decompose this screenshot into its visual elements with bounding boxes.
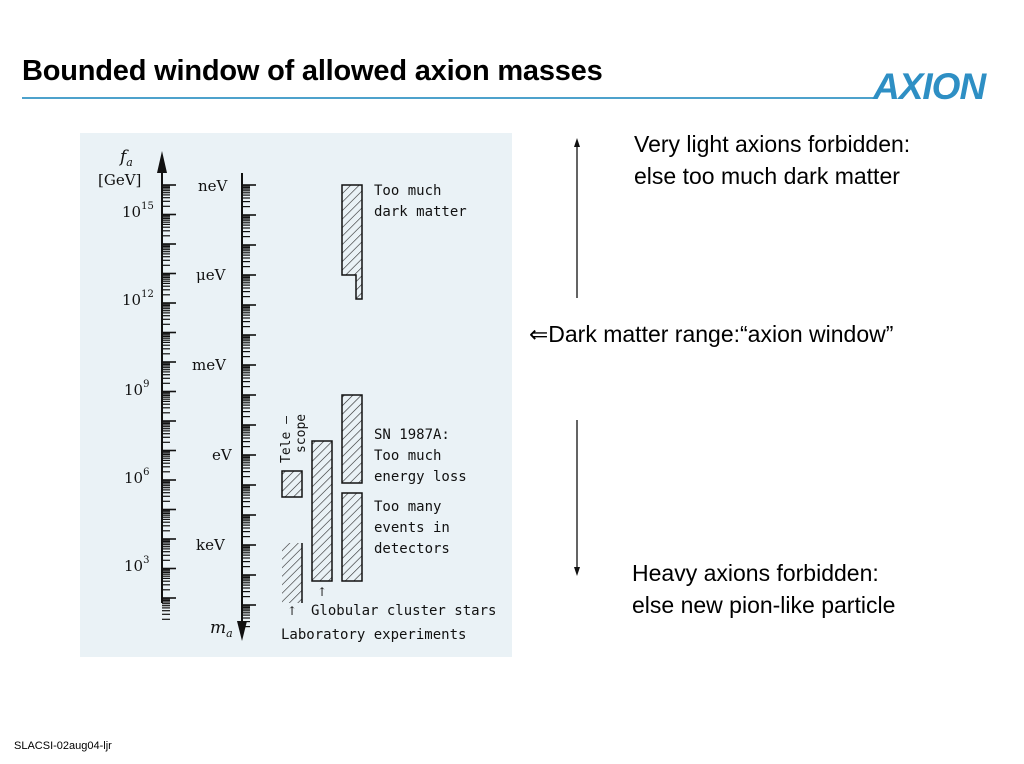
telescope-label-line2: scope [294,414,309,453]
detectors-label-line1: Too many [374,499,441,515]
sn1987a-label-line3: energy loss [374,469,467,485]
fa-tick-label-9: 109 [124,379,149,399]
globular-arrow: ↑ [317,585,327,599]
ma-label: ma [210,618,233,640]
ma-tick-label-mev: meV [192,356,227,374]
laboratory-exclusion-bar [282,543,302,603]
ma-tick-label-nev: neV [198,177,229,195]
light-axions-note: Very light axions forbidden: else too mu… [634,128,910,192]
laboratory-arrow: ↑ [287,604,297,618]
detectors-exclusion-bar [341,492,363,582]
fa-minor-ticks [162,184,176,620]
sn1987a-label-line1: SN 1987A: [374,427,450,443]
ma-tick-label-uev: μeV [196,266,227,284]
sn1987a-exclusion-bar [341,394,363,484]
title-underline [22,97,874,99]
svg-text:109: 109 [124,379,149,399]
axion-bounds-figure: fa [GeV] 1015 1012 109 106 103 neV μeV m… [80,133,512,657]
sn1987a-label-line2: Too much [374,448,441,464]
fa-tick-label-12: 1012 [122,289,154,309]
detectors-label-line2: events in [374,520,450,536]
dark-matter-label-line2: dark matter [374,204,467,220]
ma-tick-label-ev: eV [212,446,233,464]
svg-text:1012: 1012 [122,289,154,309]
svg-text:1015: 1015 [122,201,154,221]
detectors-label-line3: detectors [374,541,450,557]
light-axions-note-line1: Very light axions forbidden: [634,131,911,157]
ma-tick-label-kev: keV [196,536,226,554]
globular-cluster-exclusion-bar [311,440,333,582]
fa-tick-label-3: 103 [124,555,149,575]
fa-unit-label: [GeV] [98,171,141,189]
telescope-label-line1: Tele – [279,416,294,463]
svg-text:106: 106 [124,467,149,487]
down-arrow-head [574,567,580,576]
axion-logo: AXION [873,66,986,107]
footer-id: SLACSI-02aug04-ljr [14,740,112,752]
globular-label: Globular cluster stars [311,603,496,619]
ma-axis-arrow [237,621,247,641]
telescope-exclusion-bar [281,470,303,498]
dark-matter-label-line1: Too much [374,183,441,199]
fa-label: fa [118,147,133,169]
up-arrow-head [574,138,580,147]
fa-tick-label-6: 106 [124,467,149,487]
svg-text:103: 103 [124,555,149,575]
ma-minor-ticks [242,184,256,628]
heavy-axions-note-line1: Heavy axions forbidden: [632,560,879,586]
slide-title: Bounded window of allowed axion masses [22,55,603,87]
fa-tick-label-15: 1015 [122,201,154,221]
axion-window-note: ⇐Dark matter range:“axion window” [529,321,894,347]
window-arrows [574,138,580,576]
heavy-axions-note-line2: else new pion-like particle [632,592,896,618]
heavy-axions-note: Heavy axions forbidden: else new pion-li… [632,557,895,621]
fa-axis-arrow [157,151,167,173]
axion-bounds-svg: fa [GeV] 1015 1012 109 106 103 neV μeV m… [98,147,496,643]
light-axions-note-line2: else too much dark matter [634,163,900,189]
laboratory-label: Laboratory experiments [281,627,466,643]
dark-matter-exclusion-bar [341,184,363,300]
